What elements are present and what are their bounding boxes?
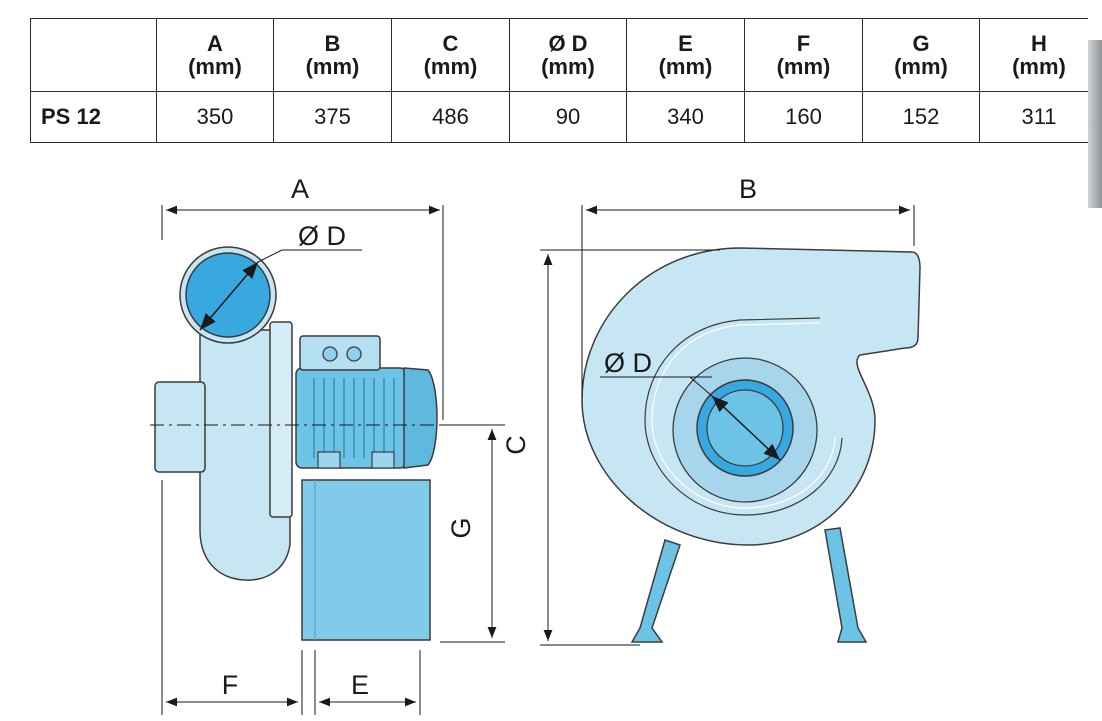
outlet-opening [185,252,271,338]
dimension-table: A(mm) B(mm) C(mm) Ø D(mm) E(mm) F(mm) G(… [30,18,1099,143]
header-cell-d: Ø D(mm) [509,18,627,92]
table-header-row: A(mm) B(mm) C(mm) Ø D(mm) E(mm) F(mm) G(… [30,18,1099,92]
header-cell-g: G(mm) [862,18,980,92]
label-d-side: Ø D [298,221,346,251]
label-b: B [739,174,757,204]
front-view: Ø D [581,247,921,643]
dimension-a: A [161,174,444,420]
side-view [150,246,470,641]
value-cell-g: 152 [862,91,980,143]
terminal-box [299,335,381,371]
page-edge-gap [1088,18,1102,40]
value-cell-b: 375 [273,91,392,143]
label-a: A [291,174,309,204]
left-leg [630,539,681,643]
dimension-d-side: Ø D [199,221,362,331]
value-cell-a: 350 [156,91,274,143]
volute-line [644,317,843,516]
dimension-g: G [440,424,505,643]
dimension-c: C [501,249,720,646]
label-d-front: Ø D [604,348,652,378]
label-g: G [446,517,476,538]
header-cell-model [30,18,157,92]
table-row: PS 12 350 375 486 90 340 160 152 311 [30,91,1099,143]
inlet-tube [154,381,206,473]
value-cell-e: 340 [626,91,745,143]
dimension-f-e: F E [161,480,421,715]
label-f: F [222,670,239,700]
back-plate [269,321,293,518]
fan-housing-side [199,329,291,581]
value-cell-d: 90 [509,91,627,143]
value-cell-f: 160 [744,91,863,143]
model-cell: PS 12 [30,91,157,143]
header-cell-e: E(mm) [626,18,745,92]
page-edge-shadow [1088,18,1102,208]
header-cell-c: C(mm) [391,18,510,92]
table-lower-band [30,148,1089,208]
value-cell-c: 486 [391,91,510,143]
header-cell-h: H(mm) [979,18,1099,92]
right-leg [824,527,868,643]
motor-stand [301,479,431,641]
label-e: E [351,670,369,700]
dimension-b: B [581,174,915,398]
header-cell-f: F(mm) [744,18,863,92]
motor-end-cap [403,367,438,469]
label-c: C [501,435,531,455]
value-cell-h: 311 [979,91,1099,143]
